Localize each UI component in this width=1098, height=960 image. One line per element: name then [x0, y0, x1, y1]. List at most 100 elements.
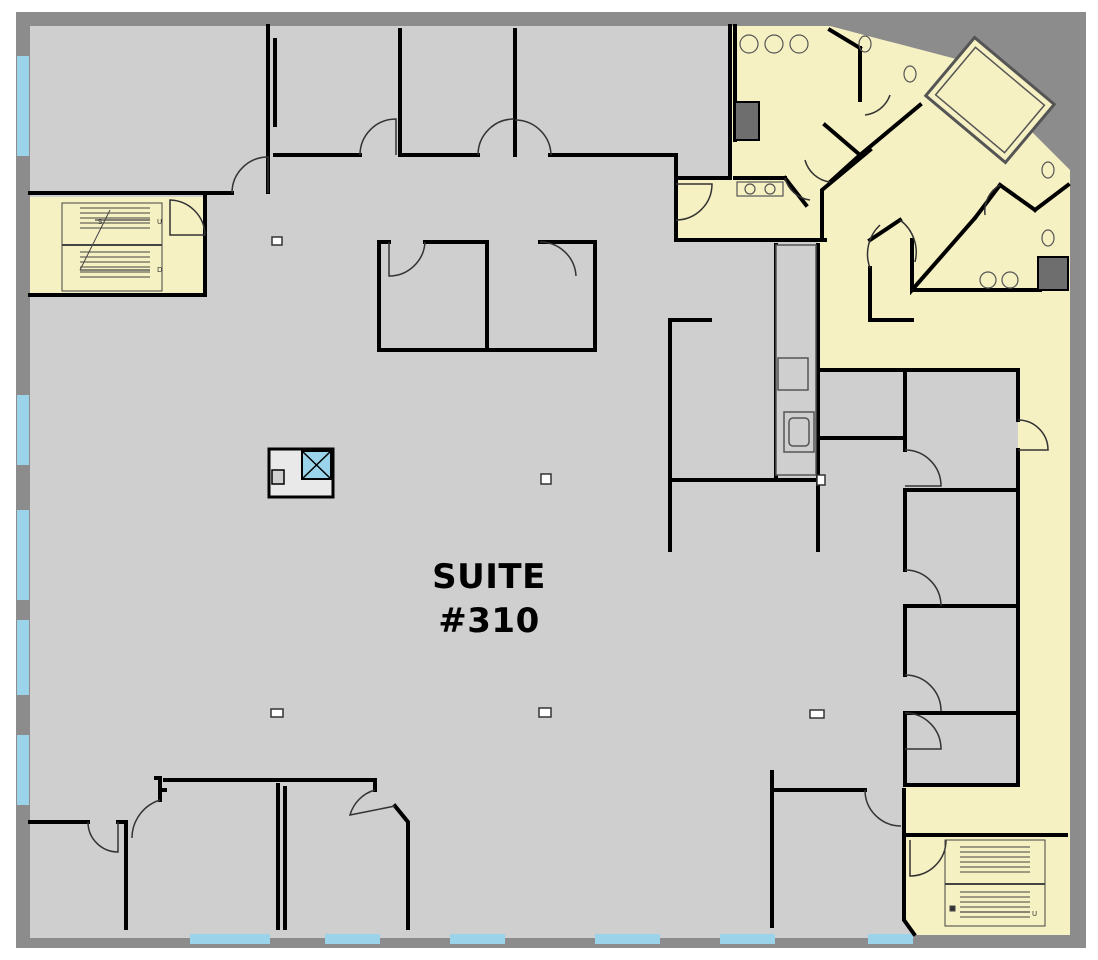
- column: [538, 707, 552, 718]
- toilet-fixture: [1041, 161, 1055, 179]
- window: [190, 934, 270, 944]
- door-swing: [169, 199, 206, 236]
- door-swing: [87, 821, 119, 853]
- stair-mark: D: [157, 266, 162, 274]
- sink-fixture: [1001, 271, 1019, 289]
- wall: [154, 776, 167, 792]
- door-swing: [904, 674, 942, 712]
- door-swing: [359, 118, 397, 156]
- suite-label-line1: SUITE: [432, 557, 546, 597]
- door-swing: [675, 183, 713, 221]
- column: [809, 709, 825, 719]
- window: [720, 934, 775, 944]
- window: [325, 934, 380, 944]
- sink-fixture: [979, 271, 997, 289]
- toilet-fixture: [1041, 229, 1055, 247]
- wall: [392, 803, 410, 930]
- window: [595, 934, 660, 944]
- service-core: [734, 35, 1069, 291]
- common-corridor: [676, 26, 1070, 935]
- wall: [857, 102, 923, 158]
- service-shaft: [734, 101, 760, 141]
- stair-frame: [61, 202, 163, 292]
- sink-fixture: [744, 183, 756, 195]
- door-swing: [1017, 419, 1049, 451]
- door-swing: [514, 119, 552, 156]
- stair-mark: U: [157, 218, 162, 226]
- door-swing: [231, 156, 269, 194]
- window: [17, 56, 29, 156]
- counter: [775, 244, 817, 476]
- door-swing: [539, 241, 577, 277]
- kitchenette: [775, 244, 817, 476]
- window: [17, 395, 29, 465]
- wall: [868, 266, 914, 322]
- stair-mark-box: [949, 905, 956, 912]
- column: [270, 708, 284, 718]
- wall: [867, 217, 903, 243]
- door-swing: [388, 241, 426, 277]
- suite-label: SUITE #310: [432, 557, 546, 641]
- wall: [668, 318, 712, 552]
- stair-diagonal: [79, 209, 111, 271]
- window: [17, 510, 29, 600]
- interior-walls: [28, 24, 1071, 937]
- wall: [972, 182, 1003, 221]
- wall: [423, 240, 489, 352]
- wall: [116, 820, 128, 930]
- suite-label-line2: #310: [438, 601, 539, 641]
- wall: [398, 28, 480, 157]
- column: [271, 236, 283, 246]
- door-swing: [784, 177, 811, 201]
- toilet-fixture: [858, 35, 872, 53]
- wall: [903, 711, 1020, 787]
- counter: [736, 181, 784, 197]
- door-swing: [864, 94, 891, 116]
- right-stair: U: [944, 839, 1046, 927]
- stair-mark: S: [98, 218, 103, 226]
- shaft-inner: [271, 469, 285, 485]
- window: [17, 620, 29, 695]
- shaft-cross: [301, 450, 332, 480]
- door-swing: [904, 449, 942, 487]
- toilet-fixture: [903, 65, 917, 83]
- left-stair: S U D: [61, 202, 163, 292]
- door-swing: [131, 799, 161, 839]
- sink-fixture: [789, 34, 809, 54]
- sink: [783, 411, 815, 453]
- left-windows: [17, 56, 29, 805]
- door-swing: [864, 789, 902, 827]
- doors: [87, 94, 1049, 877]
- appliance: [777, 357, 809, 391]
- columns: [270, 236, 826, 719]
- bottom-windows: [190, 934, 913, 944]
- sink-fixture: [764, 183, 776, 195]
- door-swing: [984, 184, 1001, 216]
- door-swing: [904, 712, 942, 750]
- elevator-cab: [923, 35, 1057, 165]
- door-swing: [904, 569, 942, 607]
- fixtures: [736, 34, 1055, 289]
- door-swing: [477, 118, 515, 156]
- window: [868, 934, 913, 944]
- stair-mark: U: [1032, 910, 1037, 918]
- wall: [997, 182, 1038, 213]
- wall: [820, 147, 873, 242]
- wall: [816, 368, 1020, 422]
- door-swing: [348, 789, 396, 816]
- window: [450, 934, 505, 944]
- door-swing: [866, 224, 881, 269]
- service-shaft: [1037, 256, 1069, 291]
- wall: [782, 175, 809, 208]
- window: [17, 735, 29, 805]
- wall: [827, 27, 863, 51]
- wall: [1032, 182, 1071, 213]
- wall: [674, 176, 827, 242]
- sink-fixture: [764, 34, 784, 54]
- door-swing: [899, 219, 917, 263]
- sink-basin: [788, 417, 810, 447]
- sink-fixture: [739, 34, 759, 54]
- column: [816, 474, 826, 486]
- center-core: [267, 447, 335, 499]
